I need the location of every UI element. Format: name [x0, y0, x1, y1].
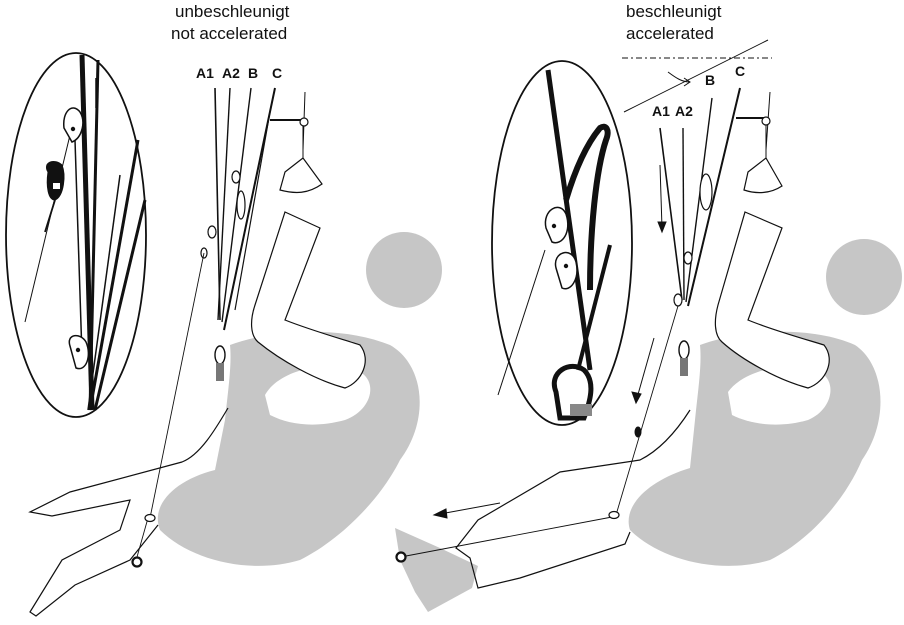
arrow-down-left-riser [660, 165, 662, 228]
right-label-c: C [735, 63, 745, 79]
right-pilot-silhouette [395, 239, 902, 612]
left-brake-handle [270, 118, 322, 192]
right-speed-clip [635, 427, 641, 437]
left-pilot-head [366, 232, 442, 308]
left-label-a2: A2 [222, 65, 240, 81]
right-caption-german: beschleunigt [626, 2, 721, 22]
left-foot-pulley [145, 515, 155, 522]
left-caption-german: unbeschleunigt [175, 2, 289, 22]
right-detail-ellipse [492, 61, 632, 425]
right-foot-pulley [609, 512, 619, 519]
right-brake-handle [736, 117, 782, 193]
left-label-a1: A1 [196, 65, 214, 81]
left-panel: A1 A2 B C [6, 53, 442, 616]
right-carabiner [679, 341, 689, 376]
left-carabiner [215, 346, 225, 381]
right-label-a1: A1 [652, 103, 670, 119]
left-caption-english: not accelerated [171, 24, 287, 44]
right-caption-english: accelerated [626, 24, 714, 44]
left-speed-bar-ring [133, 558, 142, 567]
left-detail-ellipse [6, 53, 146, 417]
right-angle-reference [622, 40, 772, 112]
arrow-down-cord [637, 338, 654, 398]
right-riser-a2 [683, 128, 684, 300]
right-riser-a1 [660, 128, 682, 300]
right-panel: A1 A2 B C [395, 40, 902, 612]
left-label-c: C [272, 65, 282, 81]
right-pilot-head [826, 239, 902, 315]
right-label-b: B [705, 72, 715, 88]
left-riser-a2 [218, 88, 230, 320]
left-pilot-torso [158, 332, 420, 566]
right-pilot-foot [395, 528, 478, 612]
right-label-a2: A2 [675, 103, 693, 119]
right-pilot-torso [629, 332, 881, 566]
left-label-b: B [248, 65, 258, 81]
right-speed-bar-ring [397, 553, 406, 562]
